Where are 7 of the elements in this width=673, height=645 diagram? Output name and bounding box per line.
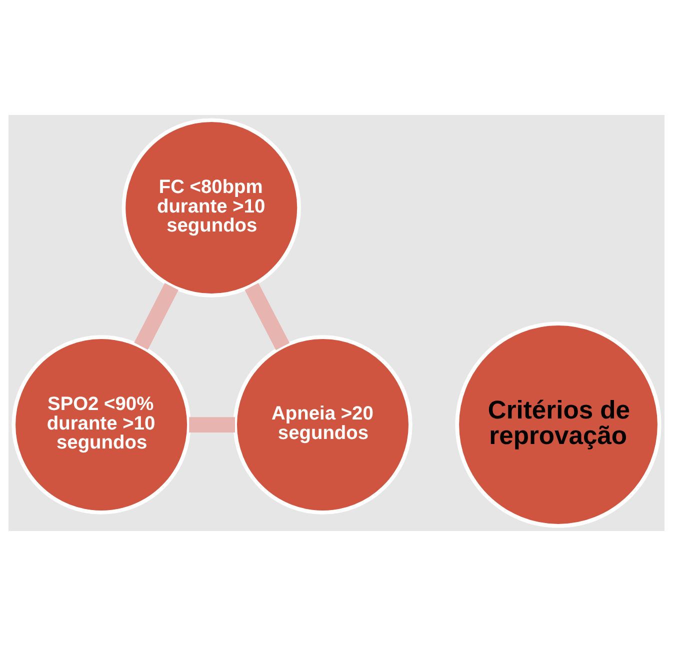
node-circle: SPO2 <90% durante >10 segundos [12, 334, 191, 514]
node-circle: Critérios de reprovação [455, 321, 662, 528]
connector [244, 282, 290, 350]
connector [189, 416, 236, 432]
connector [134, 282, 178, 350]
node-circle: Apneia >20 segundos [233, 334, 412, 514]
node-circle: FC <80bpm durante >10 segundos [122, 118, 301, 297]
